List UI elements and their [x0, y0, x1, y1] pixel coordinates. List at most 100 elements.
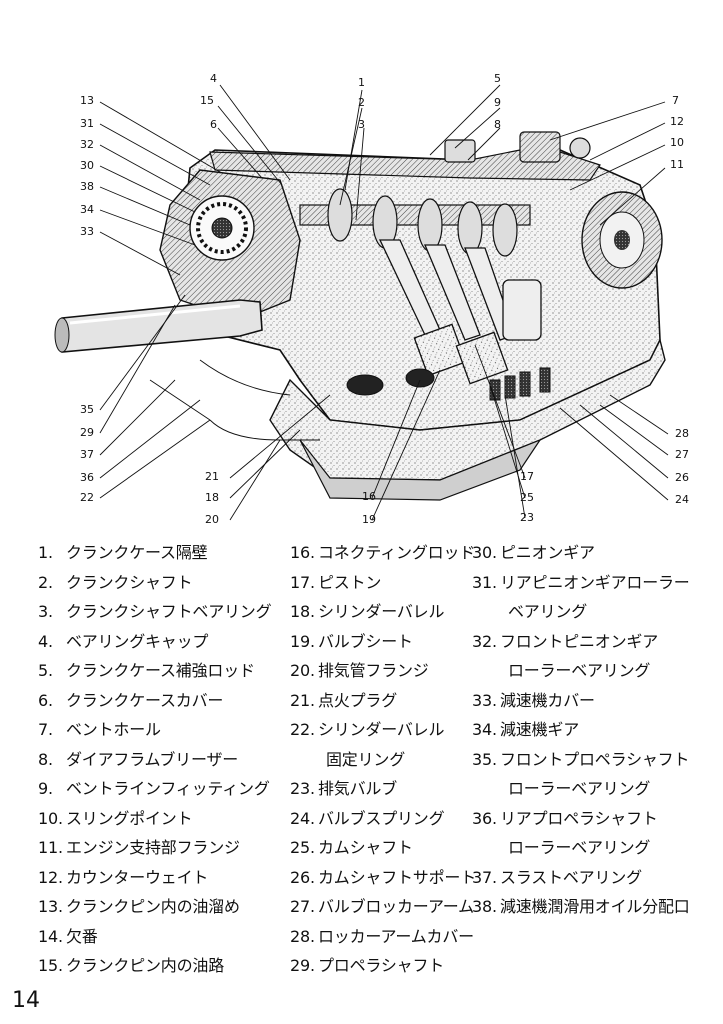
- legend-item: 18.シリンダーバレル: [290, 597, 472, 627]
- legend-item-text: ベアリングキャップ: [66, 631, 209, 651]
- callout-17: 17: [520, 470, 534, 483]
- legend-item-number: 13.: [38, 897, 63, 916]
- legend-item: 26.カムシャフトサポート: [290, 863, 476, 893]
- legend-item-text: 減速機ギア: [500, 720, 580, 739]
- legend-item: 9. ベントラインフィッティング: [38, 774, 290, 804]
- legend-item: ベアリング: [472, 597, 722, 627]
- legend-item-text: カウンターウェイト: [66, 867, 209, 887]
- legend-item-text: カムシャフト: [318, 838, 413, 857]
- legend-item: 11.エンジン支持部フランジ: [38, 833, 290, 863]
- legend-item: 2.クランクシャフト: [38, 568, 290, 598]
- legend-item-text: 減速機カバー: [500, 690, 595, 710]
- legend-item: 33.減速機カバー: [472, 686, 722, 716]
- legend-item: 13.クランクピン内の油溜め: [38, 892, 290, 922]
- legend-item-number: 10.: [38, 808, 63, 828]
- legend-item-number: 26.: [290, 867, 315, 887]
- legend-item-number: 28.: [290, 926, 315, 946]
- legend-item: 6. クランクケースカバー: [38, 686, 290, 716]
- legend-item-text: ローラーベアリング: [508, 661, 651, 680]
- legend-item: 21.点火プラグ: [290, 686, 472, 716]
- callout-23: 23: [520, 511, 534, 524]
- legend-item: 22.シリンダーバレル: [290, 715, 472, 745]
- legend-item-number: 17.: [290, 572, 315, 592]
- legend-item: ローラーベアリング: [472, 774, 722, 804]
- legend-item: 12.カウンターウェイト: [38, 863, 290, 893]
- legend-item-number: 33.: [472, 690, 497, 710]
- legend-item-number: 19.: [290, 631, 315, 651]
- legend-item-text: フロントピニオンギア: [500, 631, 659, 651]
- legend-item-text: ベントラインフィッティング: [66, 779, 270, 798]
- legend-item: ローラーベアリング: [472, 833, 722, 863]
- legend-item: 17.ピストン: [290, 568, 472, 598]
- callout-12: 12: [670, 115, 684, 128]
- legend-item: 24.バルブスプリング: [290, 804, 472, 834]
- legend-item-number: 21.: [290, 690, 315, 710]
- legend-item-text: ローラーベアリング: [508, 779, 651, 798]
- legend-item-number: 14.: [38, 926, 63, 946]
- legend-item: 8. ダイアフラムブリーザー: [38, 745, 290, 775]
- legend-item-number: 5.: [38, 661, 53, 680]
- legend-item-text: スリングポイント: [66, 808, 193, 828]
- callout-38: 38: [80, 180, 94, 193]
- legend-item-number: 29.: [290, 956, 315, 975]
- legend-item: 16.コネクティングロッド: [290, 538, 476, 568]
- legend-item-text: フロントプロペラシャフト: [500, 749, 690, 769]
- callout-6: 6: [210, 118, 217, 131]
- legend-item-number: 7.: [38, 720, 53, 739]
- legend-item: 29.プロペラシャフト: [290, 951, 472, 981]
- callout-36: 36: [80, 471, 94, 484]
- legend-item-number: 18.: [290, 602, 315, 621]
- callout-13: 13: [80, 94, 94, 107]
- callout-10: 10: [670, 136, 684, 149]
- legend-item-text: シリンダーバレル: [318, 720, 445, 739]
- legend-item-text: ピニオンギア: [500, 543, 595, 562]
- legend-item-number: 30.: [472, 543, 497, 562]
- callout-5: 5: [494, 72, 501, 85]
- legend-item-number: 20.: [290, 661, 315, 680]
- legend-item-text: クランクケース補強ロッド: [66, 661, 255, 680]
- legend-item: 32.フロントピニオンギア: [472, 627, 722, 657]
- legend-item: 34.減速機ギア: [472, 715, 722, 745]
- legend-item-text: コネクティングロッド: [318, 543, 476, 562]
- legend-item-text: エンジン支持部フランジ: [66, 838, 240, 857]
- legend-item: 14.欠番: [38, 922, 290, 952]
- legend-item-text: クランクケース隔壁: [66, 543, 208, 562]
- exhaust-ports: [346, 368, 435, 396]
- legend-item-number: 4.: [38, 631, 53, 651]
- callout-30: 30: [80, 159, 94, 172]
- callout-31: 31: [80, 117, 94, 130]
- legend-item-text: バルブスプリング: [318, 808, 445, 828]
- legend-item: 固定リング: [290, 745, 472, 775]
- legend-item-text: クランクシャフト: [66, 572, 193, 592]
- callout-20: 20: [205, 513, 219, 526]
- callout-29: 29: [80, 426, 94, 439]
- legend-item-number: 1.: [38, 543, 53, 562]
- legend-item-text: バルブロッカーアーム: [318, 897, 474, 916]
- legend-item-number: 23.: [290, 779, 315, 798]
- breather-fittings: [444, 131, 591, 163]
- engine-cutaway-figure: 1 2 3 4 5 6 7 8 9 10 11 12 13 31 15 32 3…: [54, 72, 689, 526]
- legend-item-text: 固定リング: [326, 749, 406, 769]
- legend-item: 20.排気管フランジ: [290, 656, 472, 686]
- legend-item-text: ローラーベアリング: [508, 838, 651, 857]
- legend-item-number: 12.: [38, 867, 63, 887]
- callout-22: 22: [80, 491, 94, 504]
- legend-item-text: ピストン: [318, 572, 382, 592]
- legend-item-number: 8.: [38, 749, 53, 769]
- legend-item-text: ダイアフラムブリーザー: [66, 749, 239, 769]
- legend-item-number: 6.: [38, 690, 53, 710]
- legend-item: 4. ベアリングキャップ: [38, 627, 290, 657]
- callout-28: 28: [675, 427, 689, 440]
- legend-item-number: 9.: [38, 779, 53, 798]
- legend-item-number: 34.: [472, 720, 497, 739]
- legend-item-text: クランクケースカバー: [66, 690, 224, 710]
- legend-item: 35.フロントプロペラシャフト: [472, 745, 722, 775]
- cylinder-bank: [269, 337, 666, 481]
- legend-item-number: 36.: [472, 808, 497, 828]
- legend-item: 19.バルブシート: [290, 627, 472, 657]
- crankcase-cover: [209, 149, 601, 181]
- legend-item-number: 35.: [472, 749, 497, 769]
- legend-item: 15.クランクピン内の油路: [38, 951, 290, 981]
